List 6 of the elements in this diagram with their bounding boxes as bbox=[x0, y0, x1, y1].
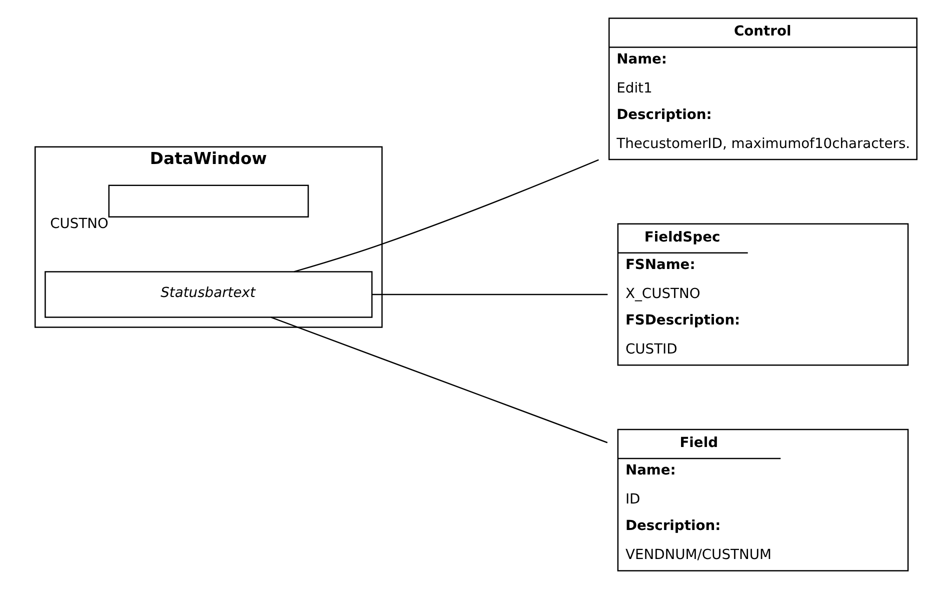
node-label: CUSTNO bbox=[50, 216, 108, 232]
connector bbox=[372, 294, 608, 296]
connector bbox=[270, 316, 608, 444]
connector bbox=[293, 159, 598, 272]
node-box: Statusbartext bbox=[44, 271, 372, 318]
node-box bbox=[108, 184, 308, 218]
